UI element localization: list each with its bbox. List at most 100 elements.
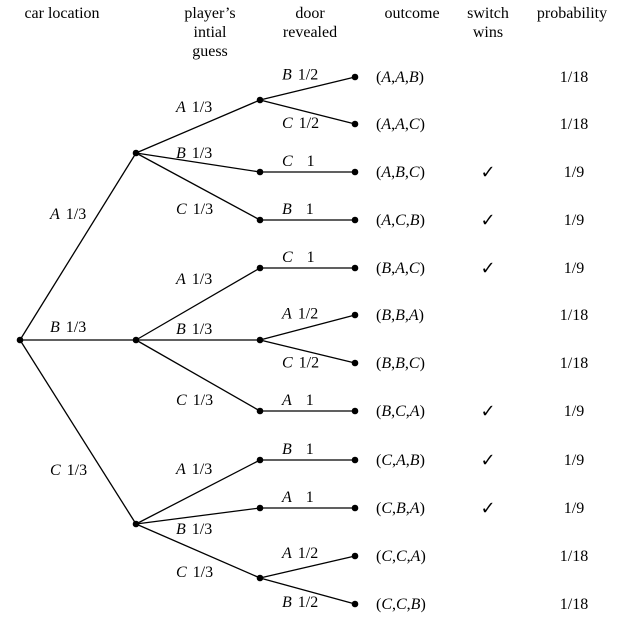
node-leaf-0: [351, 73, 359, 81]
node-guess-0: [256, 96, 264, 104]
switch-wins-check-icon: ✓: [480, 258, 495, 279]
outcome-5: (B,B,A): [376, 307, 424, 324]
probability-4: 1/9: [564, 260, 584, 277]
edge-reveal-1: [259, 99, 356, 125]
header-initial-guess-line1: player’s: [184, 5, 235, 22]
outcome-0: (A,A,B): [376, 69, 424, 86]
edge-reveal-5: [259, 314, 356, 341]
edge-guess-6: [135, 459, 261, 525]
outcome-6: (B,B,C): [376, 355, 425, 372]
edge-guess-7: [135, 507, 261, 525]
edge-reveal-10: [259, 555, 356, 579]
tree-nodes: [16, 73, 359, 608]
edge-reveal-11: [259, 577, 356, 605]
probability-6: 1/18: [560, 355, 588, 372]
probability-9: 1/9: [564, 500, 584, 517]
node-leaf-8: [351, 456, 359, 464]
header-door-revealed-line2: revealed: [283, 24, 337, 41]
outcome-1: (A,A,C): [376, 116, 425, 133]
probability-7: 1/9: [564, 403, 584, 420]
probability-8: 1/9: [564, 452, 584, 469]
node-leaf-11: [351, 600, 359, 608]
edge-guess-2: [135, 152, 261, 221]
node-car-c: [132, 520, 140, 528]
node-leaf-7: [351, 407, 359, 415]
probability-0: 1/18: [560, 69, 588, 86]
outcome-8: (C,A,B): [376, 452, 425, 469]
node-leaf-2: [351, 168, 359, 176]
probability-2: 1/9: [564, 164, 584, 181]
switch-wins-check-icon: ✓: [480, 498, 495, 519]
node-guess-1: [256, 168, 264, 176]
header-initial-guess-line2: intial: [194, 24, 227, 41]
tree-edges: [19, 76, 356, 605]
switch-wins-check-icon: ✓: [480, 210, 495, 231]
column-headers: car location player’s intial guess door …: [24, 5, 607, 60]
outcome-4: (B,A,C): [376, 260, 425, 277]
edge-reveal-0: [259, 76, 356, 101]
node-guess-2: [256, 216, 264, 224]
probability-10: 1/18: [560, 548, 588, 565]
header-car-location: car location: [24, 5, 99, 22]
node-leaf-5: [351, 311, 359, 319]
node-car-b: [132, 336, 140, 344]
node-guess-7: [256, 504, 264, 512]
probability-11: 1/18: [560, 596, 588, 613]
outcome-11: (C,C,B): [376, 596, 426, 613]
node-leaf-10: [351, 552, 359, 560]
node-leaf-3: [351, 216, 359, 224]
node-guess-5: [256, 407, 264, 415]
switch-wins-check-icon: ✓: [480, 450, 495, 471]
outcome-3: (A,C,B): [376, 212, 425, 229]
edge-car-c: [19, 339, 137, 525]
edge-guess-1: [135, 152, 261, 173]
header-door-revealed-line1: door: [295, 5, 325, 22]
outcome-rows: (A,A,B) 1/18 (A,A,C) 1/18 (A,B,C) ✓ 1/9 (A,C,B)…: [376, 69, 588, 613]
header-initial-guess-line3: guess: [192, 43, 228, 60]
probability-3: 1/9: [564, 212, 584, 229]
node-leaf-9: [351, 504, 359, 512]
switch-wins-check-icon: ✓: [480, 401, 495, 422]
node-leaf-1: [351, 120, 359, 128]
outcome-7: (B,C,A): [376, 403, 425, 420]
switch-wins-check-icon: ✓: [480, 162, 495, 183]
edge-guess-0: [135, 99, 261, 154]
header-outcome: outcome: [384, 5, 439, 22]
node-guess-4: [256, 336, 264, 344]
header-probability: probability: [537, 5, 607, 22]
header-switch-wins-line2: wins: [473, 24, 503, 41]
node-leaf-4: [351, 264, 359, 272]
edge-guess-5: [135, 339, 261, 412]
root-node: [16, 336, 24, 344]
node-guess-3: [256, 264, 264, 272]
edge-car-a: [19, 152, 137, 341]
node-car-a: [132, 149, 140, 157]
outcome-9: (C,B,A): [376, 500, 425, 517]
outcome-2: (A,B,C): [376, 164, 425, 181]
node-guess-8: [256, 574, 264, 582]
